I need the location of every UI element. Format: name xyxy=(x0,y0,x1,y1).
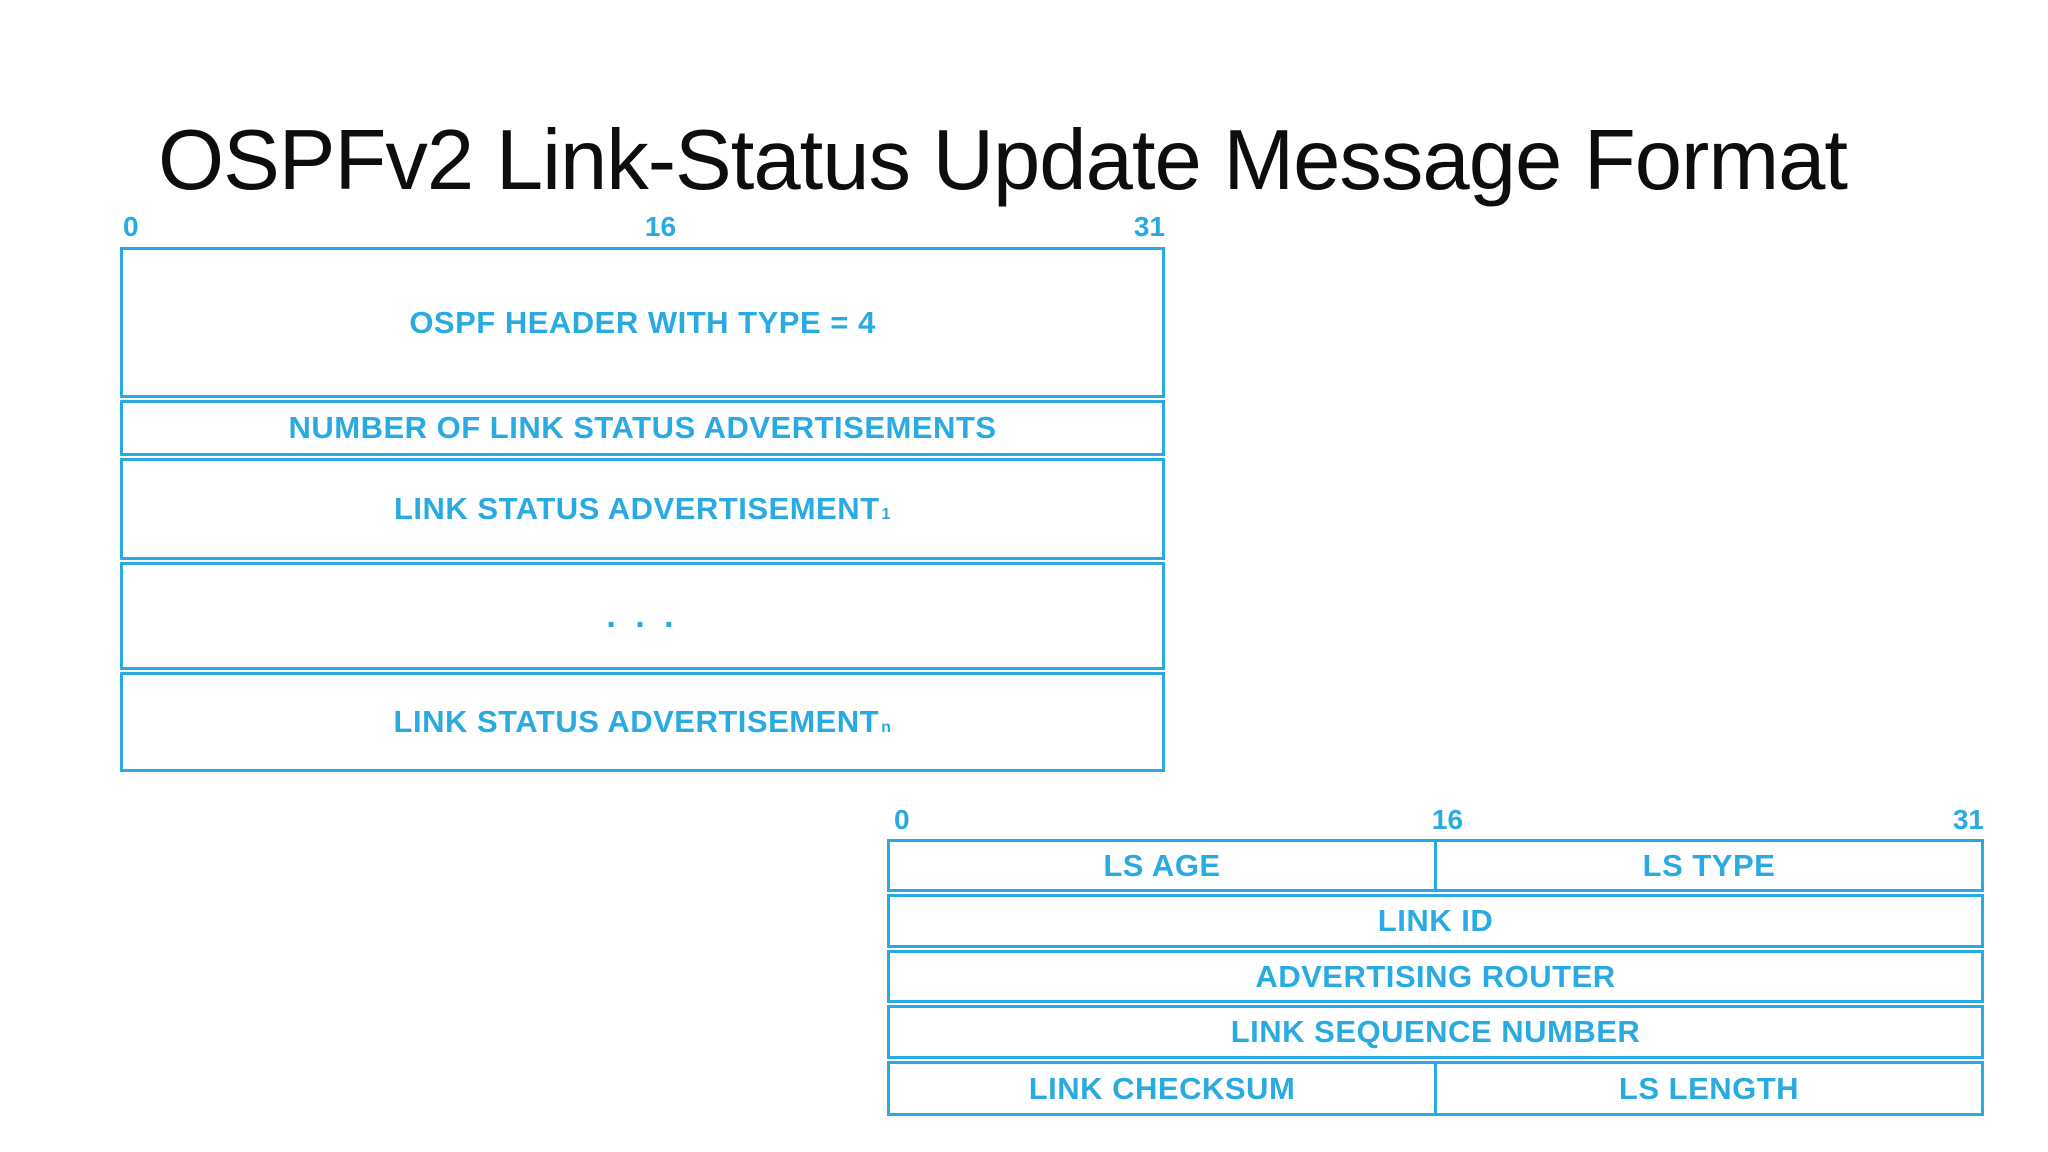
field-row-checksum-length: LINK CHECKSUM LS LENGTH xyxy=(887,1061,1984,1116)
bit-label-0: 0 xyxy=(894,804,910,835)
bit-label-0: 0 xyxy=(123,211,139,242)
field-label: LINK STATUS ADVERTISEMENT xyxy=(393,491,880,526)
field-label-link-id: LINK ID xyxy=(1377,903,1494,938)
field-label-link-sequence-number: LINK SEQUENCE NUMBER xyxy=(1230,1014,1641,1049)
field-label-ls-type: LS TYPE xyxy=(1434,842,1981,889)
field-row-ospf-header: OSPF HEADER WITH TYPE = 4 xyxy=(120,247,1165,398)
lsa-bit-ruler: 0 16 31 xyxy=(887,805,1984,835)
field-label-ls-age: LS AGE xyxy=(1103,847,1221,883)
field-row-ellipsis: . . . xyxy=(120,562,1165,670)
lsa-header-diagram: 0 16 31 LS AGE LS TYPE LINK ID ADVERTISI… xyxy=(887,805,1984,1116)
lsa-field-rows: LS AGE LS TYPE LINK ID ADVERTISING ROUTE… xyxy=(887,839,1984,1116)
field-label-ls-length: LS LENGTH xyxy=(1434,1064,1981,1113)
bit-label-31: 31 xyxy=(1133,211,1165,242)
bit-label-16: 16 xyxy=(644,211,677,242)
update-bit-ruler: 0 16 31 xyxy=(120,212,1165,242)
field-row-lsage-lstype: LS AGE LS TYPE xyxy=(887,839,1984,892)
slide-title: OSPFv2 Link-Status Update Message Format xyxy=(158,113,1848,208)
field-label-link-checksum: LINK CHECKSUM xyxy=(1028,1070,1296,1106)
update-field-rows: OSPF HEADER WITH TYPE = 4 NUMBER OF LINK… xyxy=(120,247,1165,772)
field-row-link-id: LINK ID xyxy=(887,894,1984,948)
field-row-advertising-router: ADVERTISING ROUTER xyxy=(887,950,1984,1003)
bit-label-31: 31 xyxy=(1952,804,1984,835)
field-label-subscript: n xyxy=(881,718,892,737)
bit-label-16: 16 xyxy=(1431,804,1464,835)
field-label: NUMBER OF LINK STATUS ADVERTISEMENTS xyxy=(288,410,997,445)
update-message-diagram: 0 16 31 OSPF HEADER WITH TYPE = 4 NUMBER… xyxy=(120,212,1165,772)
field-label: LINK STATUS ADVERTISEMENT xyxy=(393,704,880,739)
field-label-subscript: 1 xyxy=(881,505,891,524)
field-row-link-sequence-number: LINK SEQUENCE NUMBER xyxy=(887,1005,1984,1059)
field-row-number-of-lsas: NUMBER OF LINK STATUS ADVERTISEMENTS xyxy=(120,400,1165,456)
field-label: OSPF HEADER WITH TYPE = 4 xyxy=(409,304,876,340)
field-label-advertising-router: ADVERTISING ROUTER xyxy=(1255,958,1616,994)
